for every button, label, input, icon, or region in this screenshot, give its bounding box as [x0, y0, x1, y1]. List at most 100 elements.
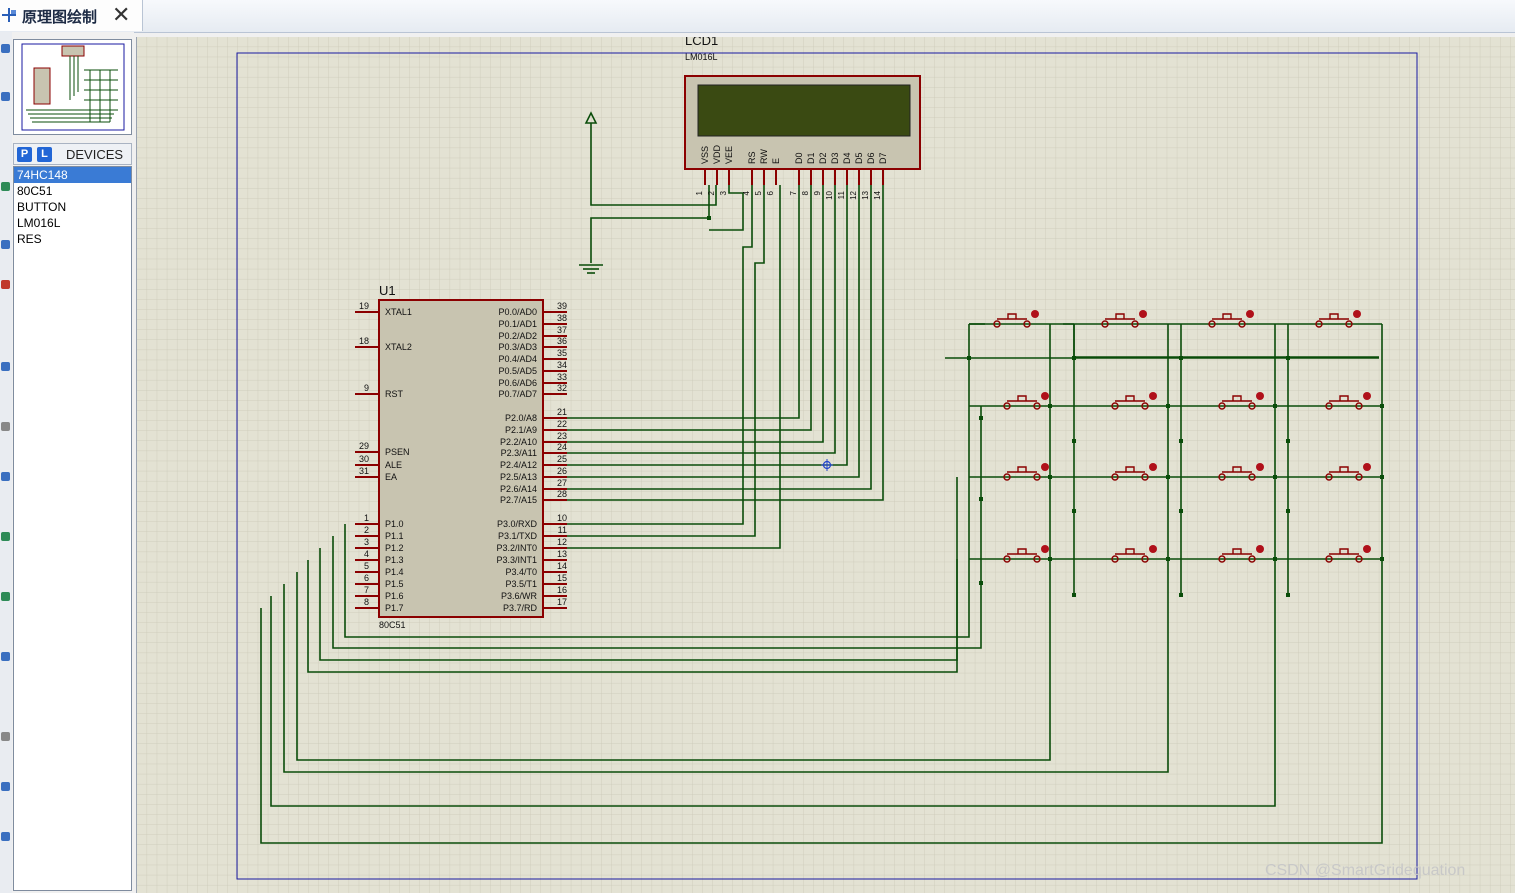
tool-button[interactable] [1, 472, 10, 481]
schematic-icon [2, 8, 16, 22]
button-contact [1141, 402, 1149, 410]
junction-dot [1179, 439, 1183, 443]
mcu-pin-num: 13 [557, 549, 567, 559]
device-item[interactable]: BUTTON [17, 200, 67, 214]
close-icon[interactable]: ✕ [112, 2, 131, 27]
device-item[interactable]: RES [17, 232, 42, 246]
mcu-pin-name: P3.0/RXD [497, 519, 538, 529]
lcd-pin-num: 13 [861, 190, 870, 199]
button-actuator [1329, 548, 1359, 555]
button-actuator [1319, 313, 1349, 320]
mcu-pin-name: RST [385, 389, 404, 399]
mcu-pin-name: P0.0/AD0 [498, 307, 537, 317]
wire [567, 185, 848, 466]
tool-button[interactable] [1, 240, 10, 249]
mcu-pin-name: P3.1/TXD [498, 531, 538, 541]
mcu-pin-num: 38 [557, 313, 567, 323]
devices-title: DEVICES [66, 147, 124, 162]
button-contact [1315, 320, 1323, 328]
button-contact [1033, 402, 1041, 410]
lcd-pin-name: VSS [700, 146, 710, 164]
junction-dot [1048, 475, 1052, 479]
mcu-80c51: U180C5119XTAL118XTAL29RST29PSEN30ALE31EA… [355, 283, 567, 630]
button-contact [1355, 402, 1363, 410]
tool-button[interactable] [1, 182, 10, 191]
mcu-pin-name: P2.1/A9 [505, 425, 537, 435]
push-button [1111, 545, 1157, 563]
button-marker [1256, 392, 1264, 400]
lcd-pin-num: 9 [813, 190, 822, 195]
power-terminal [584, 111, 598, 124]
tool-button[interactable] [1, 362, 10, 371]
button-actuator [1329, 466, 1359, 473]
lcd-pin-name: RS [747, 151, 757, 164]
push-button [1218, 392, 1264, 410]
tab-schematic[interactable]: 原理图绘制 ✕ [0, 0, 143, 31]
junction-dot [1273, 475, 1277, 479]
mcu-pin-num: 22 [557, 419, 567, 429]
tool-button[interactable] [1, 44, 10, 53]
lcd-pin-name: D0 [794, 152, 804, 164]
schematic-canvas[interactable]: LCD1LM016LVSS1VDD2VEE3RS4RW5E6D07D18D29D… [137, 37, 1515, 893]
wire [567, 185, 765, 537]
wire [590, 123, 717, 206]
mcu-pin-name: P1.1 [385, 531, 404, 541]
library-button[interactable]: L [37, 147, 52, 162]
junction-dot [1380, 404, 1384, 408]
mcu-pin-num: 33 [557, 372, 567, 382]
mcu-pin-name: P0.7/AD7 [498, 389, 537, 399]
mcu-pin-num: 2 [364, 525, 369, 535]
button-contact [1218, 402, 1226, 410]
junction-dot [1286, 439, 1290, 443]
button-contact [1325, 473, 1333, 481]
overview-window[interactable] [13, 39, 132, 135]
tool-button[interactable] [1, 782, 10, 791]
junction-dot [1166, 557, 1170, 561]
tool-button[interactable] [1, 592, 10, 601]
wire [567, 185, 860, 478]
tool-button[interactable] [1, 280, 10, 289]
mcu-pin-num: 5 [364, 561, 369, 571]
button-contact [1023, 320, 1031, 328]
button-contact [1248, 555, 1256, 563]
junction-dot [1286, 593, 1290, 597]
mcu-pin-num: 34 [557, 360, 567, 370]
document-tab-bar: 原理图绘制 ✕ [0, 0, 1515, 33]
button-actuator [1007, 466, 1037, 473]
tool-button[interactable] [1, 532, 10, 541]
wire [283, 324, 1169, 773]
lcd-pin-name: D3 [830, 152, 840, 164]
mcu-pin-num: 1 [364, 513, 369, 523]
mcu-pin-num: 12 [557, 537, 567, 547]
mcu-pin-num: 6 [364, 573, 369, 583]
device-item[interactable]: LM016L [17, 216, 61, 230]
wire [567, 185, 800, 419]
tool-button[interactable] [1, 92, 10, 101]
push-button [1003, 463, 1049, 481]
mcu-pin-name: P3.3/INT1 [496, 555, 537, 565]
lcd-pin-num: 11 [837, 190, 846, 199]
tool-button[interactable] [1, 732, 10, 741]
push-button [1315, 310, 1361, 328]
button-marker [1246, 310, 1254, 318]
mcu-pin-num: 24 [557, 442, 567, 452]
button-contact [1238, 320, 1246, 328]
wire [567, 185, 824, 443]
button-contact [1218, 555, 1226, 563]
push-button [1111, 463, 1157, 481]
tool-button[interactable] [1, 422, 10, 431]
mcu-pin-name: P2.6/A14 [500, 484, 537, 494]
tool-button[interactable] [1, 652, 10, 661]
lcd-pin-num: 2 [707, 190, 716, 195]
lcd-pin-num: 6 [766, 190, 775, 195]
lcd-pin-name: D2 [818, 152, 828, 164]
device-item[interactable]: 80C51 [17, 184, 53, 198]
mcu-pin-num: 21 [557, 407, 567, 417]
mcu-pin-num: 19 [359, 301, 369, 311]
tool-button[interactable] [1, 832, 10, 841]
junction-dot [1273, 557, 1277, 561]
device-item[interactable]: 74HC148 [14, 167, 131, 183]
pick-device-button[interactable]: P [17, 147, 32, 162]
